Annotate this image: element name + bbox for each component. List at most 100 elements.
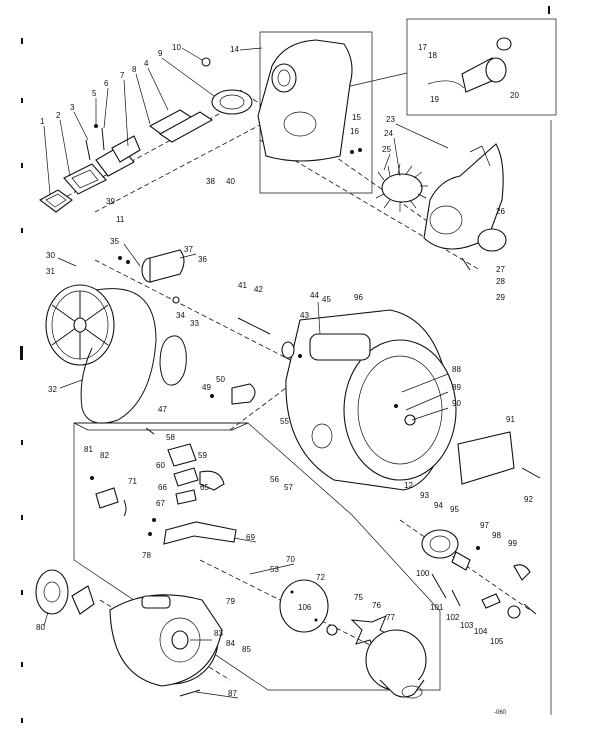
- callout-96: 96: [354, 293, 363, 302]
- callout-97: 97: [480, 521, 489, 530]
- callout-91: 91: [506, 415, 515, 424]
- callout-66: 66: [158, 483, 167, 492]
- callout-92: 92: [524, 495, 533, 504]
- callout-4: 4: [144, 59, 149, 68]
- callout-16: 16: [350, 127, 359, 136]
- callout-43: 43: [300, 311, 309, 320]
- callout-85: 85: [242, 645, 251, 654]
- callout-20: 20: [510, 91, 519, 100]
- callout-101: 101: [430, 603, 444, 612]
- callout-38: 38: [206, 177, 215, 186]
- callout-69: 69: [246, 533, 255, 542]
- callout-87: 87: [228, 689, 237, 698]
- callout-100: 100: [416, 569, 430, 578]
- callout-99: 99: [508, 539, 517, 548]
- callout-36: 36: [198, 255, 207, 264]
- motor-fan-cover: [35, 569, 95, 615]
- callout-12: 12: [404, 481, 413, 490]
- callout-31: 31: [46, 267, 55, 276]
- callout-44: 44: [310, 291, 319, 300]
- callout-45: 45: [322, 295, 331, 304]
- idler-pulley: [421, 529, 531, 581]
- callout-9: 9: [158, 49, 163, 58]
- callout-49: 49: [202, 383, 211, 392]
- callout-79: 79: [226, 597, 235, 606]
- callout-26: 26: [496, 207, 505, 216]
- callout-71: 71: [128, 477, 137, 486]
- blower-housing: [257, 39, 362, 162]
- cover-gasket: [461, 228, 507, 271]
- callout-50: 50: [216, 375, 225, 384]
- callout-labels: 1 2 3 4 5 6 7 8 9 10 11 12 14 15 16 17 1…: [36, 43, 533, 716]
- callout-39: 39: [106, 197, 115, 206]
- drum: [285, 309, 457, 491]
- drum-pulley: [45, 284, 115, 366]
- intake-flange-stack: [38, 57, 253, 213]
- callout-17: 17: [418, 43, 427, 52]
- shaft-tube: [118, 249, 185, 304]
- callout-23: 23: [386, 115, 395, 124]
- callout-78: 78: [142, 551, 151, 560]
- callout-53: 53: [270, 565, 279, 574]
- leader-lines: [43, 47, 449, 699]
- callout-75: 75: [354, 593, 363, 602]
- callout-95: 95: [450, 505, 459, 514]
- callout-1: 1: [40, 117, 45, 126]
- housing-cover: [423, 143, 504, 250]
- callout-6: 6: [104, 79, 109, 88]
- callout-27: 27: [496, 265, 505, 274]
- blower-housing-group-box: [259, 31, 373, 194]
- callout-72: 72: [316, 573, 325, 582]
- callout-33: 33: [190, 319, 199, 328]
- callout-34: 34: [176, 311, 185, 320]
- pump-body: [326, 624, 427, 699]
- callout-76: 76: [372, 601, 381, 610]
- pump-cover: [279, 579, 329, 633]
- callout-8: 8: [132, 65, 137, 74]
- motor-control-parts: [148, 443, 237, 545]
- inset-detail-box: [341, 18, 557, 116]
- callout-55: 55: [280, 417, 289, 426]
- callout-2: 2: [56, 111, 61, 120]
- pump-belt: [159, 335, 187, 386]
- callout-29: 29: [496, 293, 505, 302]
- callout-83: 83: [214, 629, 223, 638]
- motor: [109, 594, 223, 697]
- callout-57: 57: [284, 483, 293, 492]
- callout-102: 102: [446, 613, 460, 622]
- callout-103: 103: [460, 621, 474, 630]
- callout-82: 82: [100, 451, 109, 460]
- figure-code: -060: [494, 710, 507, 716]
- callout-81: 81: [84, 445, 93, 454]
- callout-89: 89: [452, 383, 461, 392]
- callout-58: 58: [166, 433, 175, 442]
- callout-105: 105: [490, 637, 504, 646]
- callout-106: 106: [298, 603, 312, 612]
- callout-19: 19: [430, 95, 439, 104]
- callout-67: 67: [156, 499, 165, 508]
- motor-pump-group-box: [73, 422, 441, 691]
- inset-detail-parts: [427, 37, 512, 93]
- callout-18: 18: [428, 51, 437, 60]
- callout-37: 37: [184, 245, 193, 254]
- margin-ticks: [20, 6, 552, 723]
- callout-93: 93: [420, 491, 429, 500]
- callout-84: 84: [226, 639, 235, 648]
- callout-60: 60: [156, 461, 165, 470]
- callout-70: 70: [286, 555, 295, 564]
- callout-32: 32: [48, 385, 57, 394]
- drive-belt: [80, 288, 157, 424]
- drum-shaft-parts: [237, 317, 302, 359]
- callout-88: 88: [452, 365, 461, 374]
- callout-15: 15: [352, 113, 361, 122]
- idler-arm-parts: [431, 573, 537, 619]
- impeller: [375, 163, 428, 212]
- callout-104: 104: [474, 627, 488, 636]
- callout-3: 3: [70, 103, 75, 112]
- callout-5: 5: [92, 89, 97, 98]
- callout-24: 24: [384, 129, 393, 138]
- callout-41: 41: [238, 281, 247, 290]
- callout-65: 65: [200, 483, 209, 492]
- callout-90: 90: [452, 399, 461, 408]
